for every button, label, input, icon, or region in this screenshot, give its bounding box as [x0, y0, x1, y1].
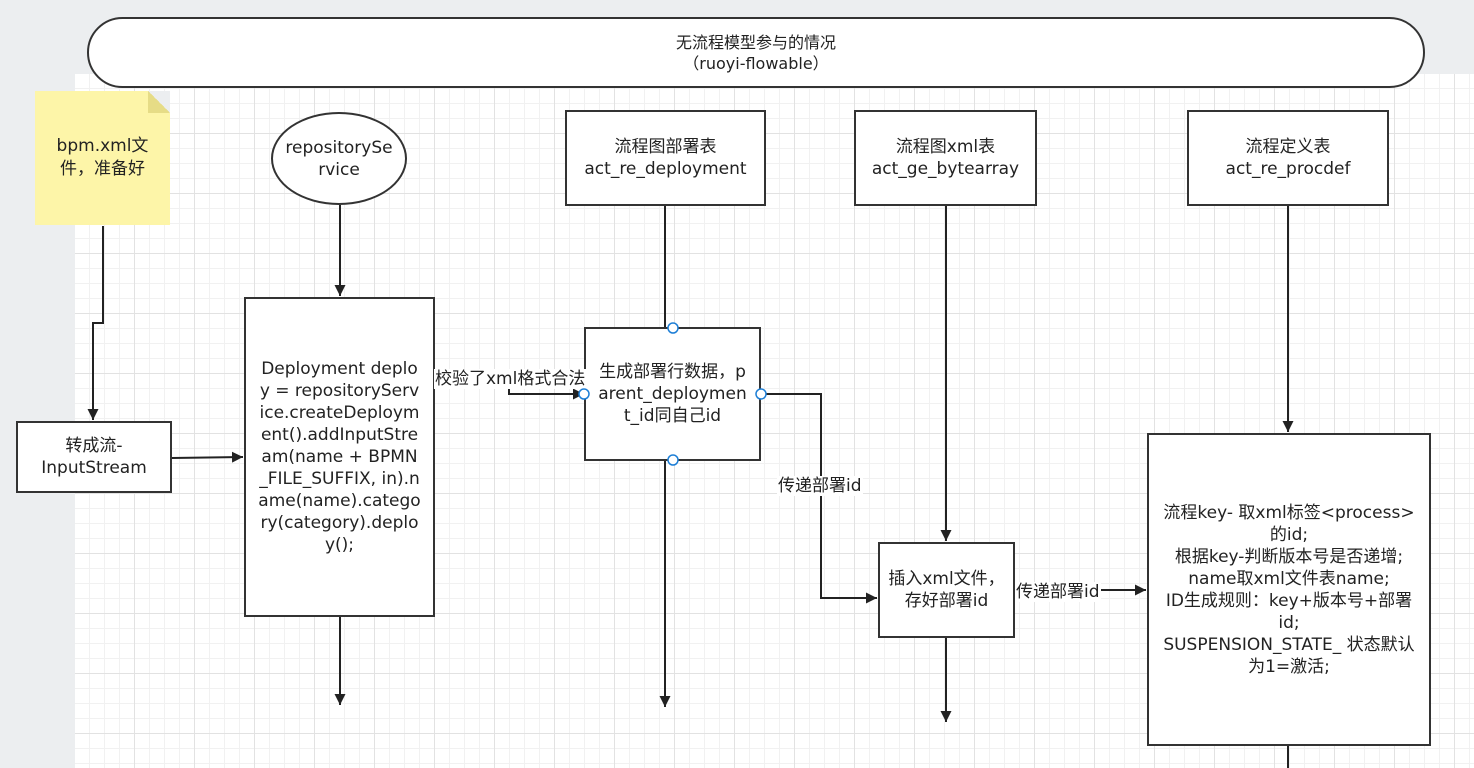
generate-deployment-label: 生成部署行数据，parent_deployment_id同自己id [598, 362, 747, 426]
diagram-title-text: 无流程模型参与的情况 （ruoyi-flowable） [675, 32, 836, 73]
input-stream-node: 转成流- InputStream [16, 421, 172, 493]
procdef-table-node: 流程定义表 act_re_procdef [1187, 110, 1389, 206]
input-stream-label: 转成流- InputStream [41, 436, 147, 478]
sticky-note: bpm.xml文 件，准备好 [35, 91, 170, 225]
handle-right[interactable] [755, 388, 767, 400]
diagram-title: 无流程模型参与的情况 （ruoyi-flowable） [87, 17, 1425, 88]
edge-generate-to-insertxml [761, 393, 877, 604]
repository-service-node: repositorySe rvice [271, 112, 407, 205]
repository-service-label: repositorySe rvice [285, 137, 393, 180]
sticky-note-text: bpm.xml文 件，准备好 [56, 136, 149, 179]
deployment-table-label: 流程图部署表 act_re_deployment [584, 137, 747, 179]
edge-label-pass-id-1: 传递部署id [777, 476, 863, 496]
deploy-code-label: Deployment deploy = repositoryService.cr… [258, 359, 421, 555]
edge-inputstream-to-deploy [171, 451, 244, 463]
sticky-note-fold [148, 91, 170, 113]
edge-label-validate: 校验了xml格式合法 [434, 369, 587, 389]
edge-note-to-inputstream [87, 226, 104, 420]
insert-xml-node: 插入xml文件， 存好部署id [878, 542, 1015, 638]
procdef-rules-label: 流程key- 取xml标签<process>的id; 根据key-判断版本号是否… [1163, 502, 1415, 677]
procdef-table-label: 流程定义表 act_re_procdef [1225, 137, 1351, 179]
bytearray-table-label: 流程图xml表 act_ge_bytearray [871, 137, 1020, 179]
handle-left[interactable] [578, 388, 590, 400]
deploy-code-node: Deployment deploy = repositoryService.cr… [244, 297, 435, 617]
handle-bottom[interactable] [667, 454, 679, 466]
generate-deployment-node: 生成部署行数据，parent_deployment_id同自己id [584, 327, 761, 461]
deployment-table-node: 流程图部署表 act_re_deployment [565, 110, 766, 206]
bytearray-table-node: 流程图xml表 act_ge_bytearray [854, 110, 1037, 206]
edge-label-pass-id-2: 传递部署id [1015, 582, 1101, 602]
procdef-rules-node: 流程key- 取xml标签<process>的id; 根据key-判断版本号是否… [1147, 433, 1431, 746]
handle-top[interactable] [667, 322, 679, 334]
insert-xml-label: 插入xml文件， 存好部署id [888, 569, 1005, 611]
